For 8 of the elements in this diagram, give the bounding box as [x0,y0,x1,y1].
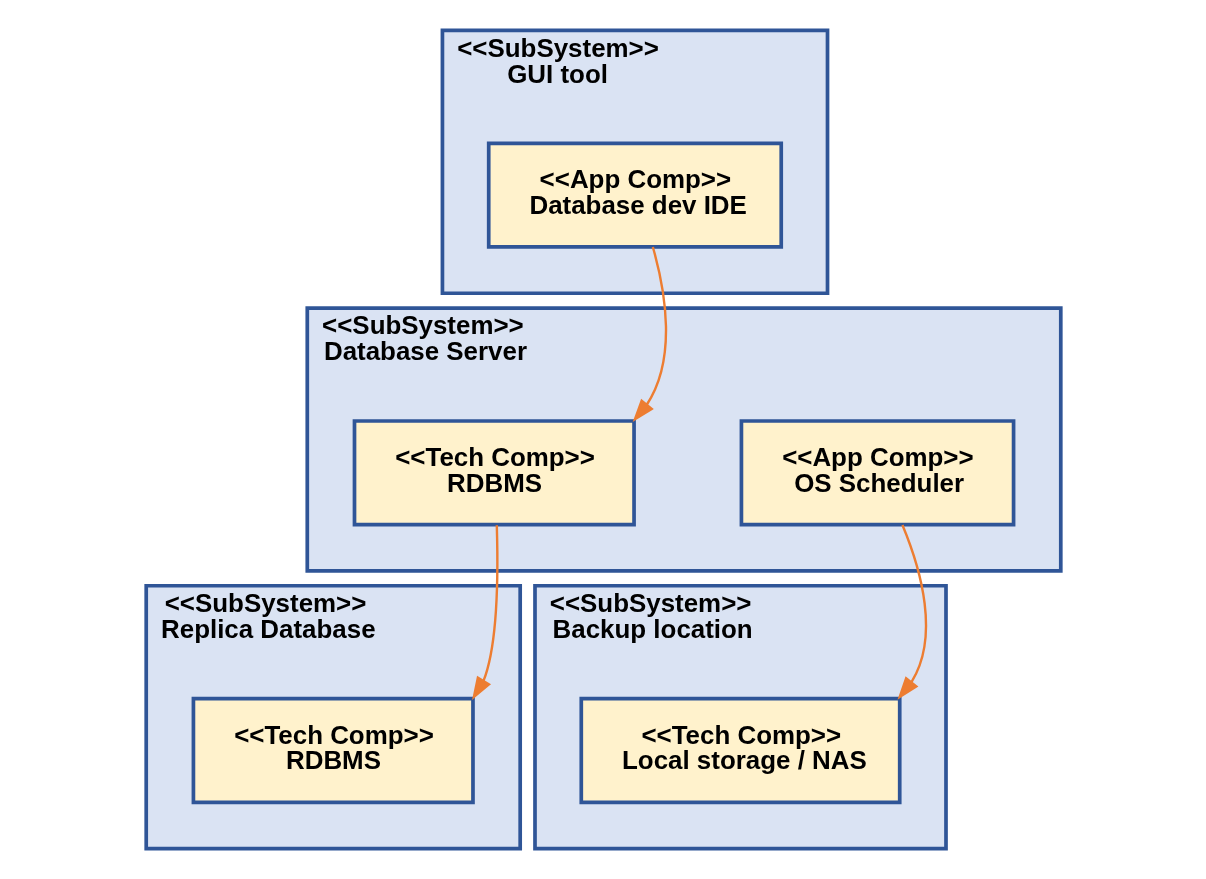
node-box: <<App Comp>> Database dev IDE [486,141,783,249]
arrow [471,525,498,700]
node-box: <<Tech Comp>> RDBMS [352,419,636,527]
arrow [896,524,927,700]
node-box: <<App Comp>> OS Scheduler [739,419,1015,527]
node-box: <<Tech Comp>> Local storage / NAS [578,696,902,805]
arrow [632,246,667,422]
node-box: <<Tech Comp>> RDBMS [191,696,475,805]
